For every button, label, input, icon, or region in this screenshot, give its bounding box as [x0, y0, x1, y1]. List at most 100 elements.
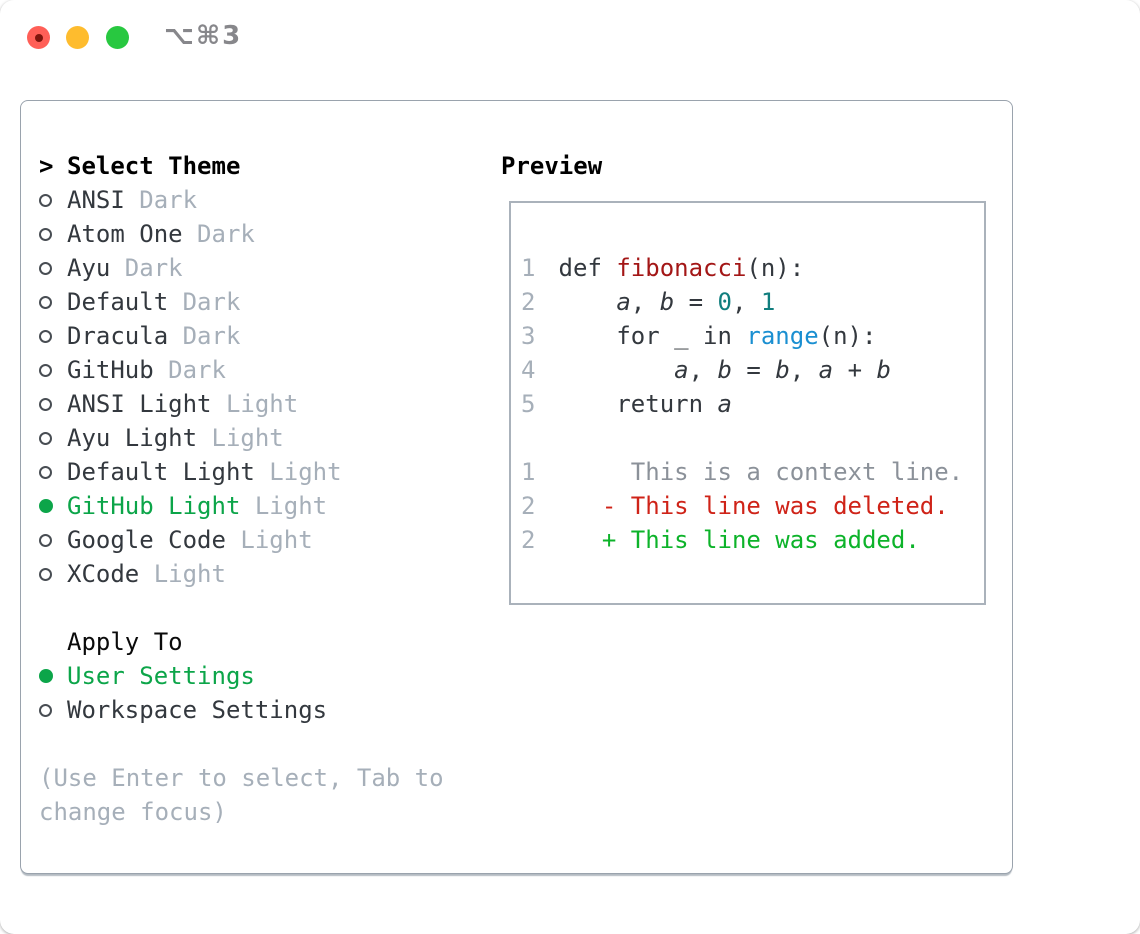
- diff-line: 1 This is a context line.: [521, 455, 976, 489]
- theme-option-label: GitHub Light: [67, 492, 241, 520]
- theme-option-ayu[interactable]: Ayu Dark: [39, 251, 444, 285]
- blank-line: [521, 421, 976, 455]
- theme-option-ansi[interactable]: ANSI Dark: [39, 183, 444, 217]
- radio-unselected-icon: [39, 533, 52, 547]
- code-token: 1: [760, 288, 776, 316]
- code-line: 2 a, b = 0, 1: [521, 285, 976, 319]
- theme-option-xcode[interactable]: XCode Light: [39, 557, 444, 591]
- code-token: a: [717, 390, 732, 418]
- theme-list-header: > Select Theme: [39, 149, 444, 183]
- theme-option-atom-one[interactable]: Atom One Dark: [39, 217, 444, 251]
- theme-option-label: ANSI Light: [67, 390, 212, 418]
- theme-option-github-light[interactable]: GitHub Light Light: [39, 489, 444, 523]
- code-token: a: [674, 356, 689, 384]
- theme-variant-label: Light: [254, 458, 342, 486]
- theme-option-label: GitHub: [67, 356, 154, 384]
- code-line: 3 for _ in range(n):: [521, 319, 976, 353]
- theme-list-title: Select Theme: [67, 152, 241, 180]
- line-number: 3: [521, 322, 536, 350]
- close-button-dot-icon: [34, 33, 43, 42]
- theme-variant-label: Light: [225, 526, 313, 554]
- code-token: ,: [789, 356, 819, 384]
- apply-option-workspace-settings[interactable]: Workspace Settings: [39, 693, 444, 727]
- theme-option-github[interactable]: GitHub Dark: [39, 353, 444, 387]
- minimize-button[interactable]: [66, 26, 89, 49]
- theme-option-label: Dracula: [67, 322, 169, 350]
- theme-variant-label: Dark: [110, 254, 183, 282]
- code-token: a: [818, 356, 834, 384]
- code-token: b: [717, 356, 732, 384]
- code-token: +: [833, 356, 877, 384]
- code-token: b: [876, 356, 891, 384]
- theme-variant-label: Light: [211, 390, 299, 418]
- code-line: 5 return a: [521, 387, 976, 421]
- code-token: [559, 356, 675, 384]
- line-number: 5: [521, 390, 536, 418]
- window-shortcut-label: ⌥⌘3: [164, 21, 243, 51]
- code-token: for _ in: [558, 322, 747, 350]
- code-token: [559, 288, 617, 316]
- preview-title: Preview: [501, 152, 603, 180]
- theme-variant-label: Dark: [168, 322, 241, 350]
- theme-option-label: XCode: [67, 560, 140, 588]
- line-number: 1: [521, 458, 536, 486]
- close-button[interactable]: [27, 26, 50, 49]
- radio-selected-icon: [39, 499, 53, 513]
- code-token: ,: [731, 288, 761, 316]
- radio-unselected-icon: [39, 295, 52, 309]
- radio-unselected-icon: [39, 465, 52, 479]
- theme-option-default-light[interactable]: Default Light Light: [39, 455, 444, 489]
- theme-option-default[interactable]: Default Dark: [39, 285, 444, 319]
- theme-option-dracula[interactable]: Dracula Dark: [39, 319, 444, 353]
- help-text-line-2: change focus): [39, 798, 227, 826]
- theme-option-google-code[interactable]: Google Code Light: [39, 523, 444, 557]
- theme-variant-label: Light: [240, 492, 328, 520]
- theme-option-label: Default: [67, 288, 169, 316]
- code-token: fibonacci: [616, 254, 747, 282]
- code-token: a: [616, 288, 631, 316]
- theme-variant-label: Dark: [182, 220, 255, 248]
- spacer: [39, 591, 444, 625]
- code-token: b: [775, 356, 790, 384]
- prompt-icon: >: [39, 152, 54, 180]
- theme-option-label: ANSI: [67, 186, 125, 214]
- code-token: + This line was added.: [558, 526, 920, 554]
- code-token: (n):: [818, 322, 877, 350]
- line-number: 2: [521, 492, 536, 520]
- radio-selected-icon: [39, 669, 53, 683]
- theme-option-label: Default Light: [67, 458, 255, 486]
- apply-option-user-settings[interactable]: User Settings: [39, 659, 444, 693]
- theme-variant-label: Dark: [168, 288, 241, 316]
- code-token: (n):: [746, 254, 805, 282]
- radio-unselected-icon: [39, 329, 52, 343]
- zoom-button[interactable]: [106, 26, 129, 49]
- code-token: ,: [688, 356, 718, 384]
- line-number: 2: [521, 526, 536, 554]
- diff-line: 2 - This line was deleted.: [521, 489, 976, 523]
- code-token: =: [731, 356, 776, 384]
- code-token: range: [746, 322, 819, 350]
- theme-variant-label: Light: [139, 560, 226, 588]
- help-text-line-1: (Use Enter to select, Tab to: [39, 764, 444, 792]
- titlebar: ⌥⌘3: [0, 0, 1140, 74]
- theme-option-ansi-light[interactable]: ANSI Light Light: [39, 387, 444, 421]
- line-number: 1: [521, 254, 536, 282]
- code-token: =: [674, 288, 718, 316]
- apply-to-header: Apply To: [39, 625, 444, 659]
- code-line: 4 a, b = b, a + b: [521, 353, 976, 387]
- theme-option-label: Google Code: [67, 526, 226, 554]
- theme-option-label: Ayu: [67, 254, 111, 282]
- theme-option-ayu-light[interactable]: Ayu Light Light: [39, 421, 444, 455]
- theme-variant-label: Dark: [153, 356, 226, 384]
- radio-unselected-icon: [39, 567, 52, 581]
- theme-option-label: Ayu Light: [67, 424, 198, 452]
- theme-variant-label: Light: [197, 424, 284, 452]
- code-token: return: [558, 390, 718, 418]
- radio-unselected-icon: [39, 431, 52, 445]
